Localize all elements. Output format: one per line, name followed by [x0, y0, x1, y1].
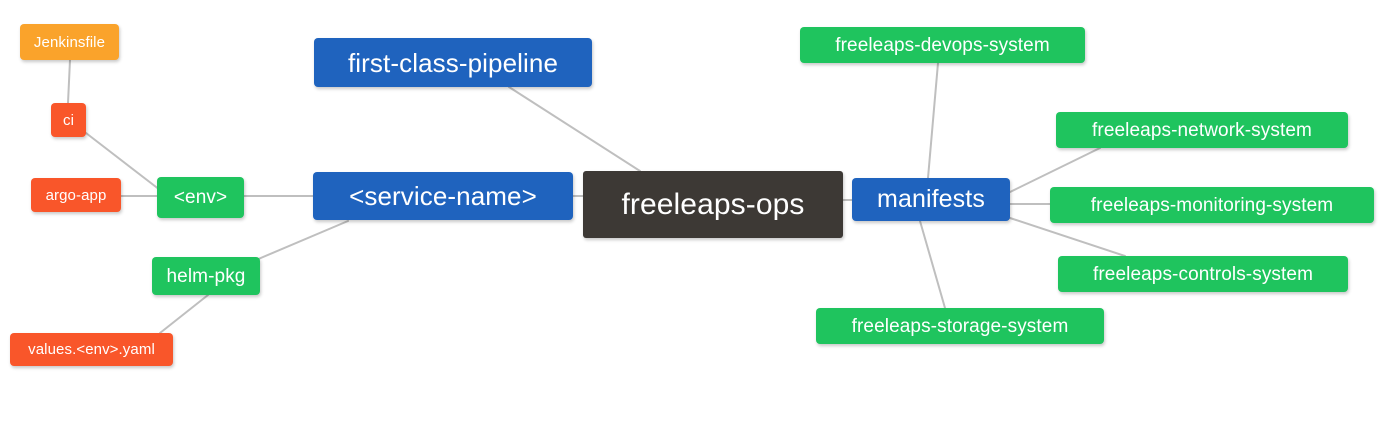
edge-manifests-to-storage-system [919, 220, 946, 309]
node-manifests[interactable]: manifests [852, 178, 1010, 221]
edge-jenkinsfile-to-ci [67, 59, 71, 104]
node-ci[interactable]: ci [51, 103, 86, 137]
edge-helm-pkg-to-service-name [255, 220, 349, 261]
node-devops-system[interactable]: freeleaps-devops-system [800, 27, 1085, 63]
node-values-yaml[interactable]: values.<env>.yaml [10, 333, 173, 366]
edge-first-class-pipeline-to-freeleaps-ops [508, 86, 641, 172]
edge-manifests-to-controls-system [1009, 217, 1126, 257]
node-storage-system[interactable]: freeleaps-storage-system [816, 308, 1104, 344]
node-network-system[interactable]: freeleaps-network-system [1056, 112, 1348, 148]
node-service-name[interactable]: <service-name> [313, 172, 573, 220]
edge-manifests-to-network-system [1009, 147, 1101, 193]
node-controls-system[interactable]: freeleaps-controls-system [1058, 256, 1348, 292]
node-helm-pkg[interactable]: helm-pkg [152, 257, 260, 295]
node-jenkinsfile[interactable]: Jenkinsfile [20, 24, 119, 60]
edge-values-yaml-to-helm-pkg [159, 294, 209, 334]
node-freeleaps-ops[interactable]: freeleaps-ops [583, 171, 843, 238]
node-monitoring-system[interactable]: freeleaps-monitoring-system [1050, 187, 1374, 223]
node-argo-app[interactable]: argo-app [31, 178, 121, 212]
edge-manifests-to-devops-system [927, 62, 939, 179]
node-first-class-pipeline[interactable]: first-class-pipeline [314, 38, 592, 87]
node-env[interactable]: <env> [157, 177, 244, 218]
